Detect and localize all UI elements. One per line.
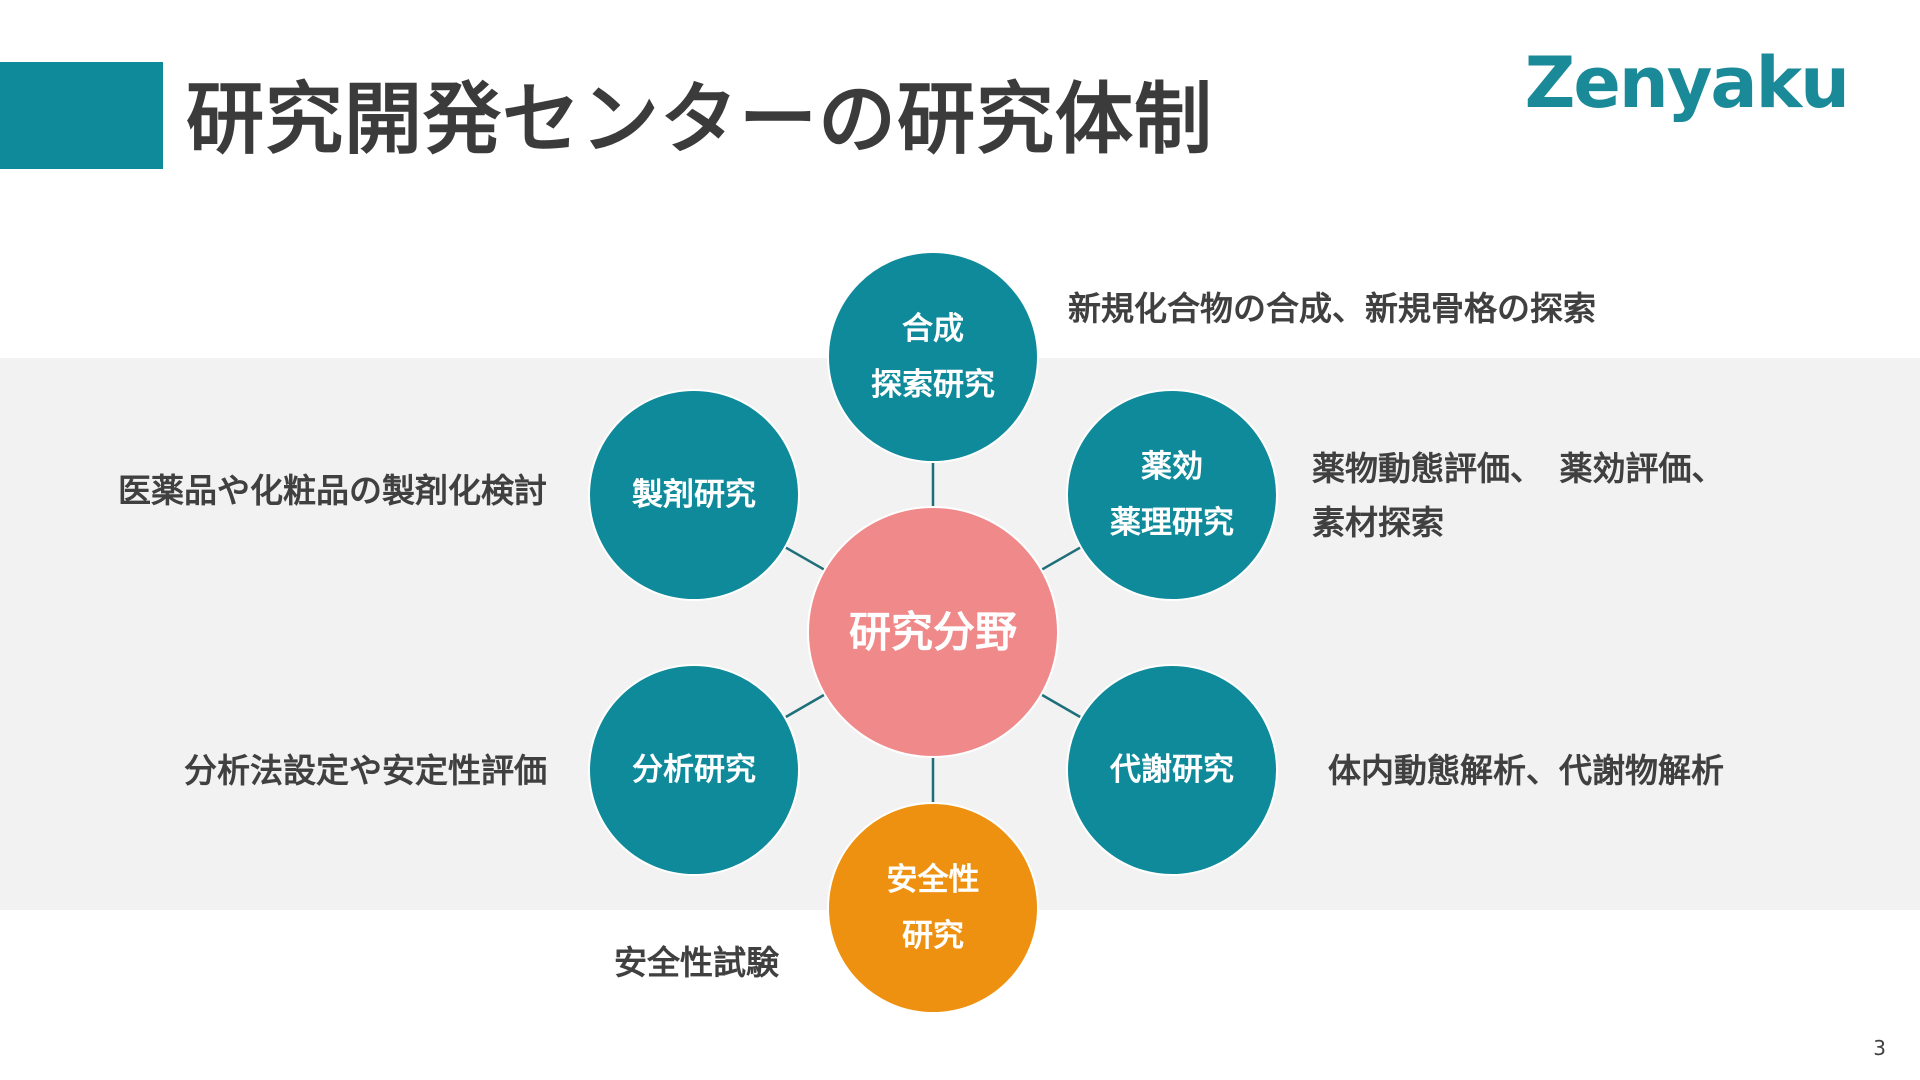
description-line-safety-1: 安全性試験 — [614, 943, 779, 982]
page-title: 研究開発センターの研究体制 — [186, 75, 1214, 165]
description-line-pharmacology-1: 薬物動態評価、 薬効評価、 — [1312, 449, 1725, 488]
node-label-synthesis-1: 合成 — [902, 311, 964, 347]
connectors — [784, 462, 1082, 803]
node-label-safety-2: 研究 — [902, 918, 964, 954]
connector-formulation — [784, 546, 826, 571]
page-number: 3 — [1873, 1036, 1886, 1060]
node-circle-analysis — [588, 664, 800, 876]
node-circle-metabolism — [1066, 664, 1278, 876]
description-line-analysis-1: 分析法設定や安定性評価 — [184, 751, 547, 790]
node-label-synthesis-2: 探索研究 — [871, 367, 995, 403]
node-label-pharmacology-1: 薬効 — [1141, 449, 1203, 485]
node-formulation: 製剤研究 — [588, 389, 800, 601]
node-circle-pharmacology — [1066, 389, 1278, 601]
company-logo: Zenyaku — [1524, 42, 1850, 124]
description-line-metabolism-1: 体内動態解析、代謝物解析 — [1328, 751, 1724, 790]
node-metabolism: 代謝研究 — [1066, 664, 1278, 876]
title-accent-bar — [0, 62, 163, 169]
connector-metabolism — [1040, 693, 1082, 719]
node-circle-formulation — [588, 389, 800, 601]
node-circle-synthesis — [827, 251, 1039, 463]
node-label-analysis-1: 分析研究 — [632, 752, 756, 788]
description-line-synthesis-1: 新規化合物の合成、新規骨格の探索 — [1068, 289, 1596, 328]
description-analysis: 分析法設定や安定性評価 — [184, 744, 547, 798]
node-label-formulation-1: 製剤研究 — [632, 477, 756, 513]
description-pharmacology: 薬物動態評価、 薬効評価、素材探索 — [1312, 442, 1725, 550]
connector-pharmacology — [1040, 546, 1082, 571]
connector-analysis — [784, 693, 826, 719]
description-synthesis: 新規化合物の合成、新規骨格の探索 — [1068, 282, 1596, 336]
node-circle-safety — [827, 802, 1039, 1014]
center-label: 研究分野 — [849, 608, 1017, 657]
node-analysis: 分析研究 — [588, 664, 800, 876]
node-label-pharmacology-2: 薬理研究 — [1110, 505, 1234, 541]
description-line-formulation-1: 医薬品や化粧品の製剤化検討 — [118, 471, 547, 510]
center-circle — [807, 506, 1059, 758]
description-metabolism: 体内動態解析、代謝物解析 — [1328, 744, 1724, 798]
node-label-metabolism-1: 代謝研究 — [1109, 752, 1234, 788]
center-node: 研究分野 — [807, 506, 1059, 758]
description-formulation: 医薬品や化粧品の製剤化検討 — [118, 464, 547, 518]
node-label-safety-1: 安全性 — [887, 862, 980, 898]
description-safety: 安全性試験 — [614, 936, 779, 990]
description-line-pharmacology-2: 素材探索 — [1312, 503, 1444, 542]
